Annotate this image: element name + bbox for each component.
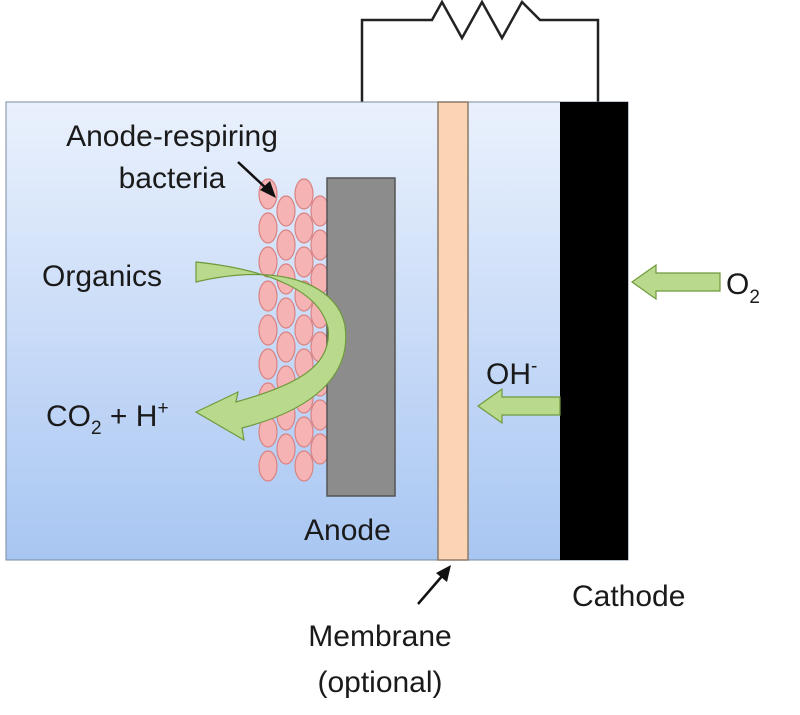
co2-subscript: 2	[91, 418, 102, 439]
oh-text: OH	[486, 358, 531, 391]
bacterium	[276, 331, 296, 363]
membrane-label-line2: (optional)	[317, 666, 442, 699]
organics-label: Organics	[42, 260, 162, 293]
external-circuit-wire	[360, 0, 600, 178]
cathode-label: Cathode	[572, 580, 685, 613]
cathode-electrode	[560, 102, 628, 560]
bacterium	[276, 297, 296, 329]
bacterium	[294, 314, 314, 346]
bacterium	[258, 212, 278, 244]
oxygen-arrow	[630, 263, 721, 301]
co2-text: CO	[46, 400, 91, 433]
o2-subscript: 2	[749, 287, 760, 308]
o2-label: O2	[726, 268, 760, 308]
membrane-pointer-arrow	[417, 565, 451, 605]
bacterium	[276, 433, 296, 465]
bacterium	[294, 246, 314, 278]
membrane	[437, 101, 469, 561]
reactor-chamber	[5, 101, 629, 561]
bacterium	[258, 246, 278, 278]
bacterium	[258, 348, 278, 380]
bacteria-label-line2: bacteria	[119, 162, 226, 195]
bacterium	[276, 195, 296, 227]
bacteria-pointer-arrow	[237, 161, 276, 198]
bacterium	[258, 280, 278, 312]
oh-superscript: -	[531, 356, 537, 377]
hydroxide-arrow	[476, 387, 561, 425]
anode-label: Anode	[304, 514, 391, 547]
bacterium	[258, 314, 278, 346]
o2-text: O	[726, 268, 749, 301]
bacterium	[294, 416, 314, 448]
bacterium	[258, 450, 278, 482]
plus-h-text: + H	[102, 400, 158, 433]
membrane-label-line1: Membrane	[308, 620, 451, 653]
bacteria-label-line1: Anode-respiring	[66, 120, 278, 153]
bacterium	[294, 178, 314, 210]
bacterium	[276, 229, 296, 261]
organics-conversion-arrow	[194, 261, 347, 442]
h-superscript: +	[157, 398, 168, 419]
bacterium	[294, 450, 314, 482]
bacterium	[294, 212, 314, 244]
co2-h-label: CO2 + H+	[46, 398, 169, 439]
hydroxide-label: OH-	[486, 356, 537, 391]
